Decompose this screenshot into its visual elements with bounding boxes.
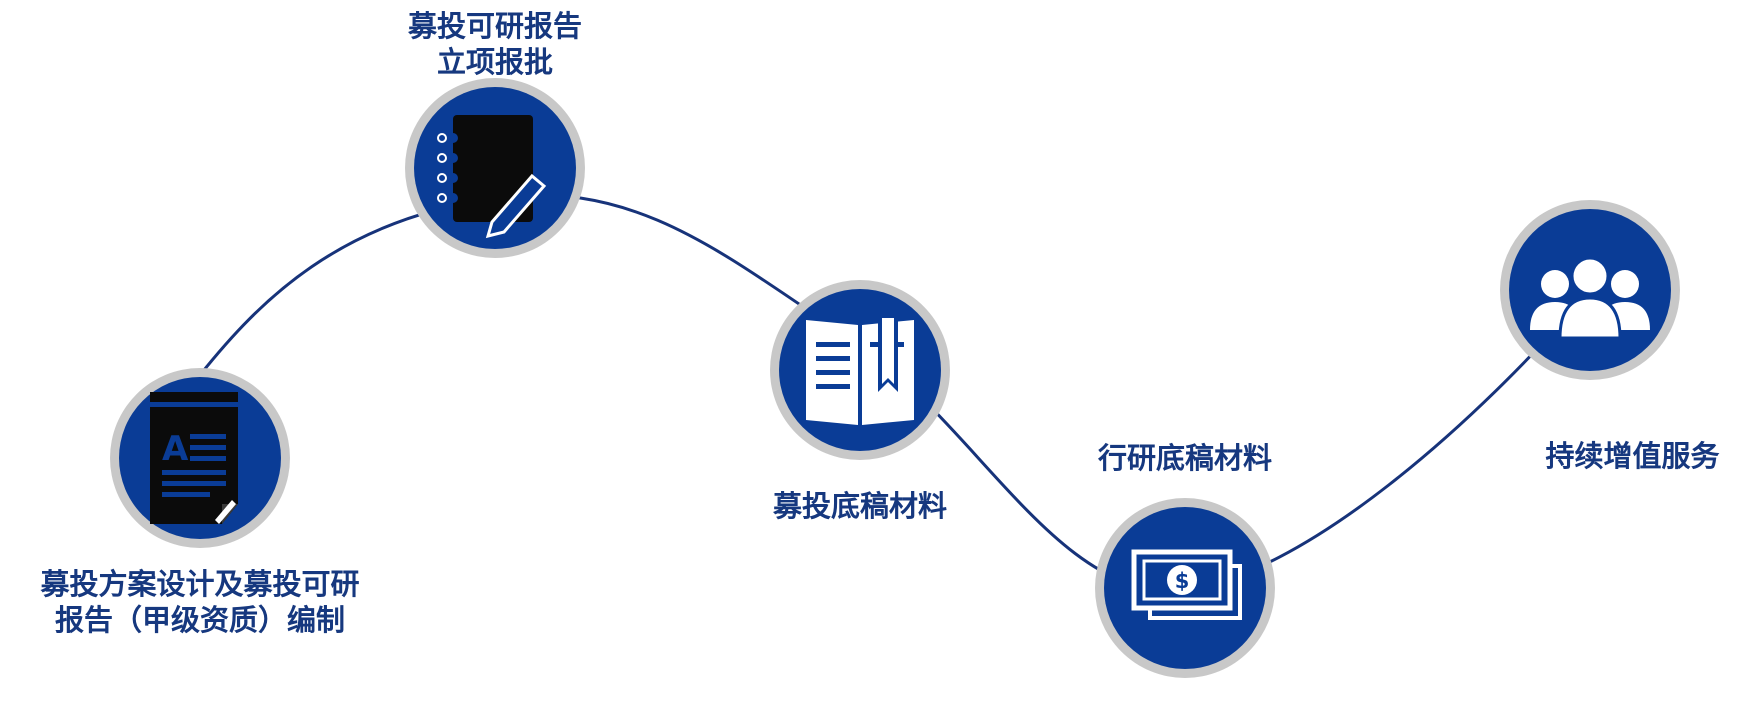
open-book-icon: [806, 318, 914, 425]
step-label-2: 募投可研报告 立项报批: [395, 8, 595, 80]
step-label-4: 行研底稿材料: [1080, 440, 1290, 476]
step-node-2: [405, 78, 585, 258]
step-node-4: $: [1095, 498, 1275, 678]
people-icon: [1530, 256, 1650, 340]
step-label-1-line-1: 募投方案设计及募投可研: [40, 567, 360, 601]
step-label-2-line-1: 募投可研报告: [407, 9, 582, 43]
notebook-pen-icon: [437, 115, 547, 239]
document-icon: A: [150, 392, 238, 524]
step-node-3: [770, 280, 950, 460]
step-label-4-line-1: 行研底稿材料: [1097, 441, 1272, 475]
step-label-5: 持续增值服务: [1530, 438, 1735, 474]
step-label-3-line-1: 募投底稿材料: [772, 489, 947, 523]
svg-text:A: A: [162, 429, 189, 469]
step-label-1-line-2: 报告（甲级资质）编制: [54, 603, 345, 637]
step-label-1: 募投方案设计及募投可研 报告（甲级资质）编制: [10, 566, 390, 638]
step-node-1: A: [110, 368, 290, 548]
svg-text:$: $: [1175, 569, 1190, 593]
step-label-3: 募投底稿材料: [755, 488, 965, 524]
money-icon: $: [1131, 549, 1242, 620]
step-node-5: [1500, 200, 1680, 380]
step-label-5-line-1: 持续增值服务: [1545, 439, 1720, 473]
step-label-2-line-2: 立项报批: [436, 45, 553, 79]
